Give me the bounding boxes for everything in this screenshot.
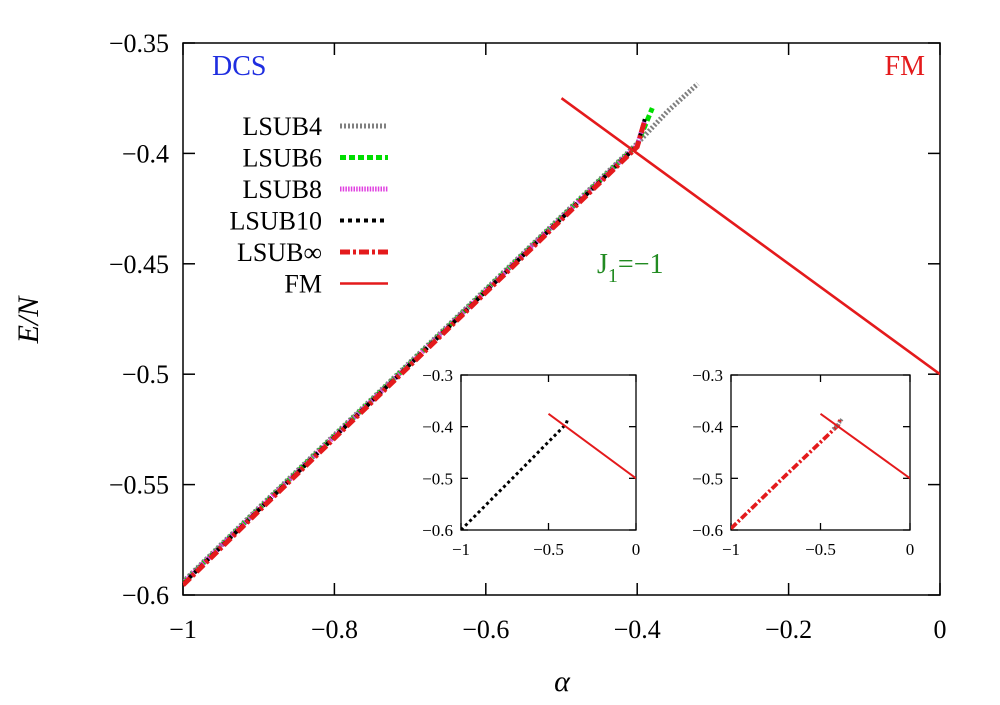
inset2-series-line-fm — [819, 413, 910, 480]
inset2-y-tick-label: −0.4 — [692, 418, 723, 437]
annotation-j1-symbol: J — [597, 249, 608, 280]
y-axis-label: E/N — [12, 295, 45, 345]
main-y-tick-label: −0.35 — [109, 29, 169, 58]
inset1-series-line-lsub10 — [461, 418, 570, 530]
annotation-fm: FM — [885, 51, 926, 82]
inset1-x-tick-label: 0 — [632, 540, 641, 559]
inset1-series-line-fm — [547, 413, 636, 480]
main-y-tick-label: −0.55 — [109, 471, 169, 500]
main-x-tick-label: −0.2 — [765, 615, 812, 644]
annotation-dcs: DCS — [212, 51, 266, 82]
inset1-y-tick-label: −0.4 — [422, 418, 453, 437]
inset2-x-tick-label: −1 — [722, 540, 740, 559]
legend-label-lsub6: LSUB6 — [243, 144, 322, 173]
inset2-series-group — [731, 413, 910, 530]
inset1-y-tick-label: −0.5 — [422, 469, 453, 488]
main-plot-frame — [182, 42, 941, 596]
annotation-j1: J1=−1 — [597, 249, 664, 287]
inset1-x-tick-label: −1 — [452, 540, 470, 559]
inset2-y-tick-label: −0.6 — [692, 521, 723, 540]
inset2-y-tick-label: −0.3 — [692, 366, 723, 385]
main-series-line-fm — [560, 97, 940, 376]
annotation-j1-subscript: 1 — [608, 265, 618, 287]
main-x-tick-label: −0.8 — [311, 615, 358, 644]
inset1-x-tick-label: −0.5 — [533, 540, 564, 559]
inset1-y-tick-label: −0.3 — [422, 366, 453, 385]
main-x-tick-label: 0 — [934, 615, 947, 644]
legend-label-lsub8: LSUB8 — [243, 175, 322, 204]
inset2-x-tick-label: −0.5 — [805, 540, 836, 559]
legend-label-lsub4: LSUB4 — [243, 112, 322, 141]
inset2-series-line-lsub4 — [831, 417, 844, 431]
legend-label-fm: FM — [284, 270, 322, 299]
inset1-y-tick-label: −0.6 — [422, 521, 453, 540]
legend-label-lsub10: LSUB10 — [230, 207, 322, 236]
inset2-plot-frame — [730, 374, 911, 531]
main-y-tick-label: −0.4 — [122, 139, 169, 168]
annotation-j1-value: =−1 — [618, 249, 664, 280]
main-series-line-lsubinf — [183, 119, 648, 587]
main-x-tick-label: −0.6 — [462, 615, 509, 644]
inset2-y-tick-label: −0.5 — [692, 469, 723, 488]
main-series-group — [183, 81, 940, 587]
legend-label-lsubinf: LSUB∞ — [237, 238, 322, 267]
main-x-tick-label: −1 — [169, 615, 197, 644]
inset2-x-tick-label: 0 — [906, 540, 915, 559]
x-axis-label: α — [554, 665, 571, 698]
main-y-tick-label: −0.5 — [122, 360, 169, 389]
main-x-tick-label: −0.4 — [614, 615, 661, 644]
main-y-tick-label: −0.6 — [122, 581, 169, 610]
inset1-plot-frame — [460, 374, 637, 531]
inset1-series-group — [461, 413, 636, 530]
main-y-tick-label: −0.45 — [109, 250, 169, 279]
